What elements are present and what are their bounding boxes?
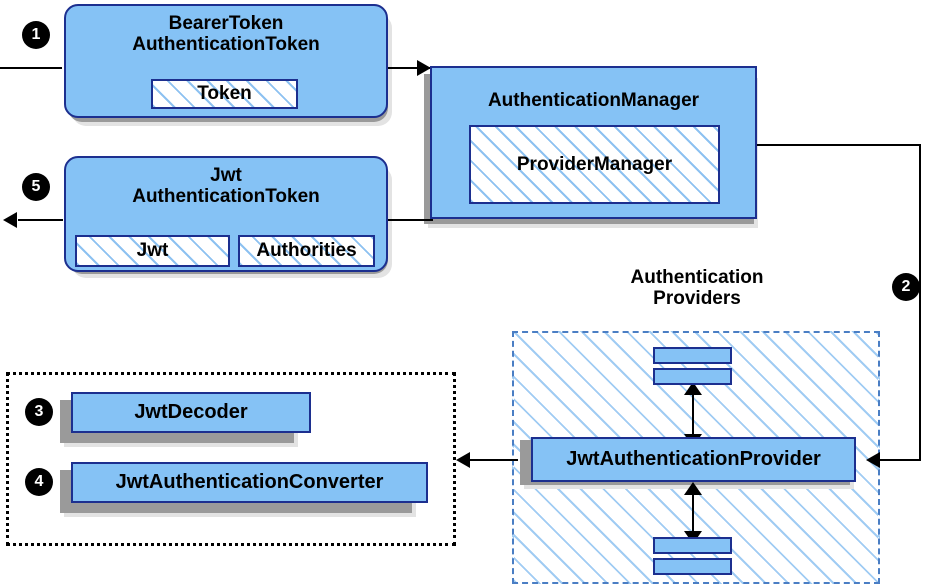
connector-manager-down (919, 144, 921, 460)
jwt-token-title-line2: AuthenticationToken (132, 186, 320, 208)
jwt-token-title-line1: Jwt (210, 165, 242, 186)
connector-response-out (18, 219, 63, 221)
arrowhead-provider-to-components (456, 452, 470, 468)
badge-step-2: 2 (893, 274, 919, 300)
sibling-provider-bottom-2 (653, 558, 732, 575)
jwt-authentication-converter-node[interactable]: JwtAuthenticationConverter (71, 462, 428, 503)
arrowhead-response-out (3, 212, 17, 228)
arrowhead-provider-top-up (684, 382, 702, 395)
badge-step-3: 3 (26, 399, 52, 425)
bearer-token-inner-token-box[interactable]: Token (151, 79, 298, 109)
connector-provider-to-components (470, 459, 518, 461)
badge-step-1: 1 (23, 22, 49, 48)
provider-manager-label: ProviderManager (516, 153, 673, 175)
connector-into-provider (872, 459, 921, 461)
badge-step-3-number: 3 (34, 403, 44, 420)
badge-step-5: 5 (23, 174, 49, 200)
jwt-token-inner-authorities-box[interactable]: Authorities (238, 235, 375, 267)
jwt-authentication-provider-node[interactable]: JwtAuthenticationProvider (531, 437, 856, 482)
arrowhead-bearer-to-manager (417, 60, 431, 76)
bearer-token-inner-token-label: Token (197, 83, 252, 104)
jwt-token-inner-jwt-box[interactable]: Jwt (75, 235, 230, 267)
connector-manager-right (757, 144, 921, 146)
connector-provider-bottom-sibling (692, 488, 694, 536)
badge-step-4: 4 (26, 469, 52, 495)
connector-request-in (0, 67, 62, 69)
jwt-authentication-provider-label: JwtAuthenticationProvider (566, 448, 821, 471)
sibling-provider-top-1 (653, 347, 732, 364)
badge-step-1-number: 1 (31, 26, 41, 43)
connector-manager-to-jwt-token (386, 219, 433, 221)
jwt-authentication-converter-label: JwtAuthenticationConverter (115, 471, 384, 494)
arrowhead-into-provider (866, 452, 880, 468)
bearer-token-title-line1: BearerToken (168, 13, 284, 34)
authentication-manager-title: AuthenticationManager (487, 90, 700, 111)
connector-provider-top-sibling (692, 390, 694, 438)
jwt-token-inner-jwt-label: Jwt (136, 240, 169, 261)
arrowhead-provider-bottom-up (684, 482, 702, 495)
jwt-decoder-label: JwtDecoder (134, 401, 248, 424)
connector-bearer-to-manager (388, 67, 430, 69)
jwt-decoder-node[interactable]: JwtDecoder (71, 392, 311, 433)
badge-step-2-number: 2 (901, 278, 911, 295)
authentication-providers-title-line2: Providers (653, 288, 741, 310)
provider-manager-inner-box[interactable]: ProviderManager (469, 125, 720, 204)
authentication-providers-title: Authentication Providers (562, 267, 832, 310)
badge-step-4-number: 4 (34, 473, 44, 490)
sibling-provider-top-2 (653, 368, 732, 385)
bearer-token-title-line2: AuthenticationToken (132, 34, 320, 56)
sibling-provider-bottom-1 (653, 537, 732, 554)
badge-step-5-number: 5 (31, 178, 41, 195)
authentication-providers-title-line1: Authentication (630, 267, 764, 288)
jwt-token-inner-authorities-label: Authorities (256, 240, 357, 261)
